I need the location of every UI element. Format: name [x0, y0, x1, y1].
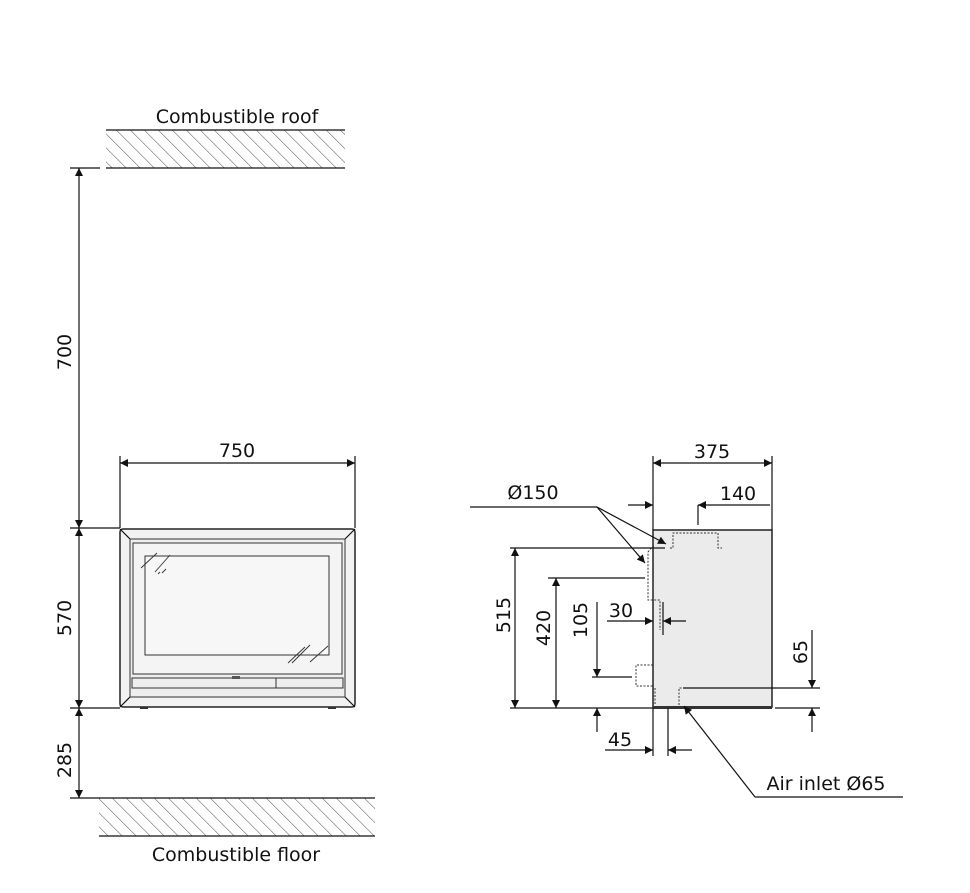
dim-285: 285	[54, 742, 76, 778]
dim-750: 750	[219, 440, 255, 462]
dim-140: 140	[720, 483, 756, 505]
dim-570: 570	[54, 600, 76, 636]
dim-30: 30	[609, 600, 633, 622]
floor-label: Combustible floor	[152, 844, 320, 866]
dim-375: 375	[694, 441, 730, 463]
width-dimension: 750	[119, 440, 356, 528]
side-dimensions: 375 140 Ø150 515 420 105 30 65 45	[470, 441, 903, 798]
dim-420: 420	[533, 610, 555, 646]
dim-65: 65	[790, 640, 812, 664]
stove-side-view	[635, 529, 773, 709]
stove-front-view	[119, 528, 356, 709]
dim-45: 45	[608, 729, 632, 751]
dim-700: 700	[54, 334, 76, 370]
flue-diameter-label: Ø150	[507, 482, 558, 504]
combustible-roof: Combustible roof	[106, 106, 345, 169]
air-inlet-label: Air inlet Ø65	[766, 773, 885, 795]
roof-label: Combustible roof	[156, 106, 320, 128]
combustible-floor: Combustible floor	[99, 797, 375, 866]
dim-515: 515	[493, 597, 515, 633]
dim-105: 105	[570, 602, 592, 638]
vertical-dimensions: 700 570 285	[54, 167, 120, 799]
